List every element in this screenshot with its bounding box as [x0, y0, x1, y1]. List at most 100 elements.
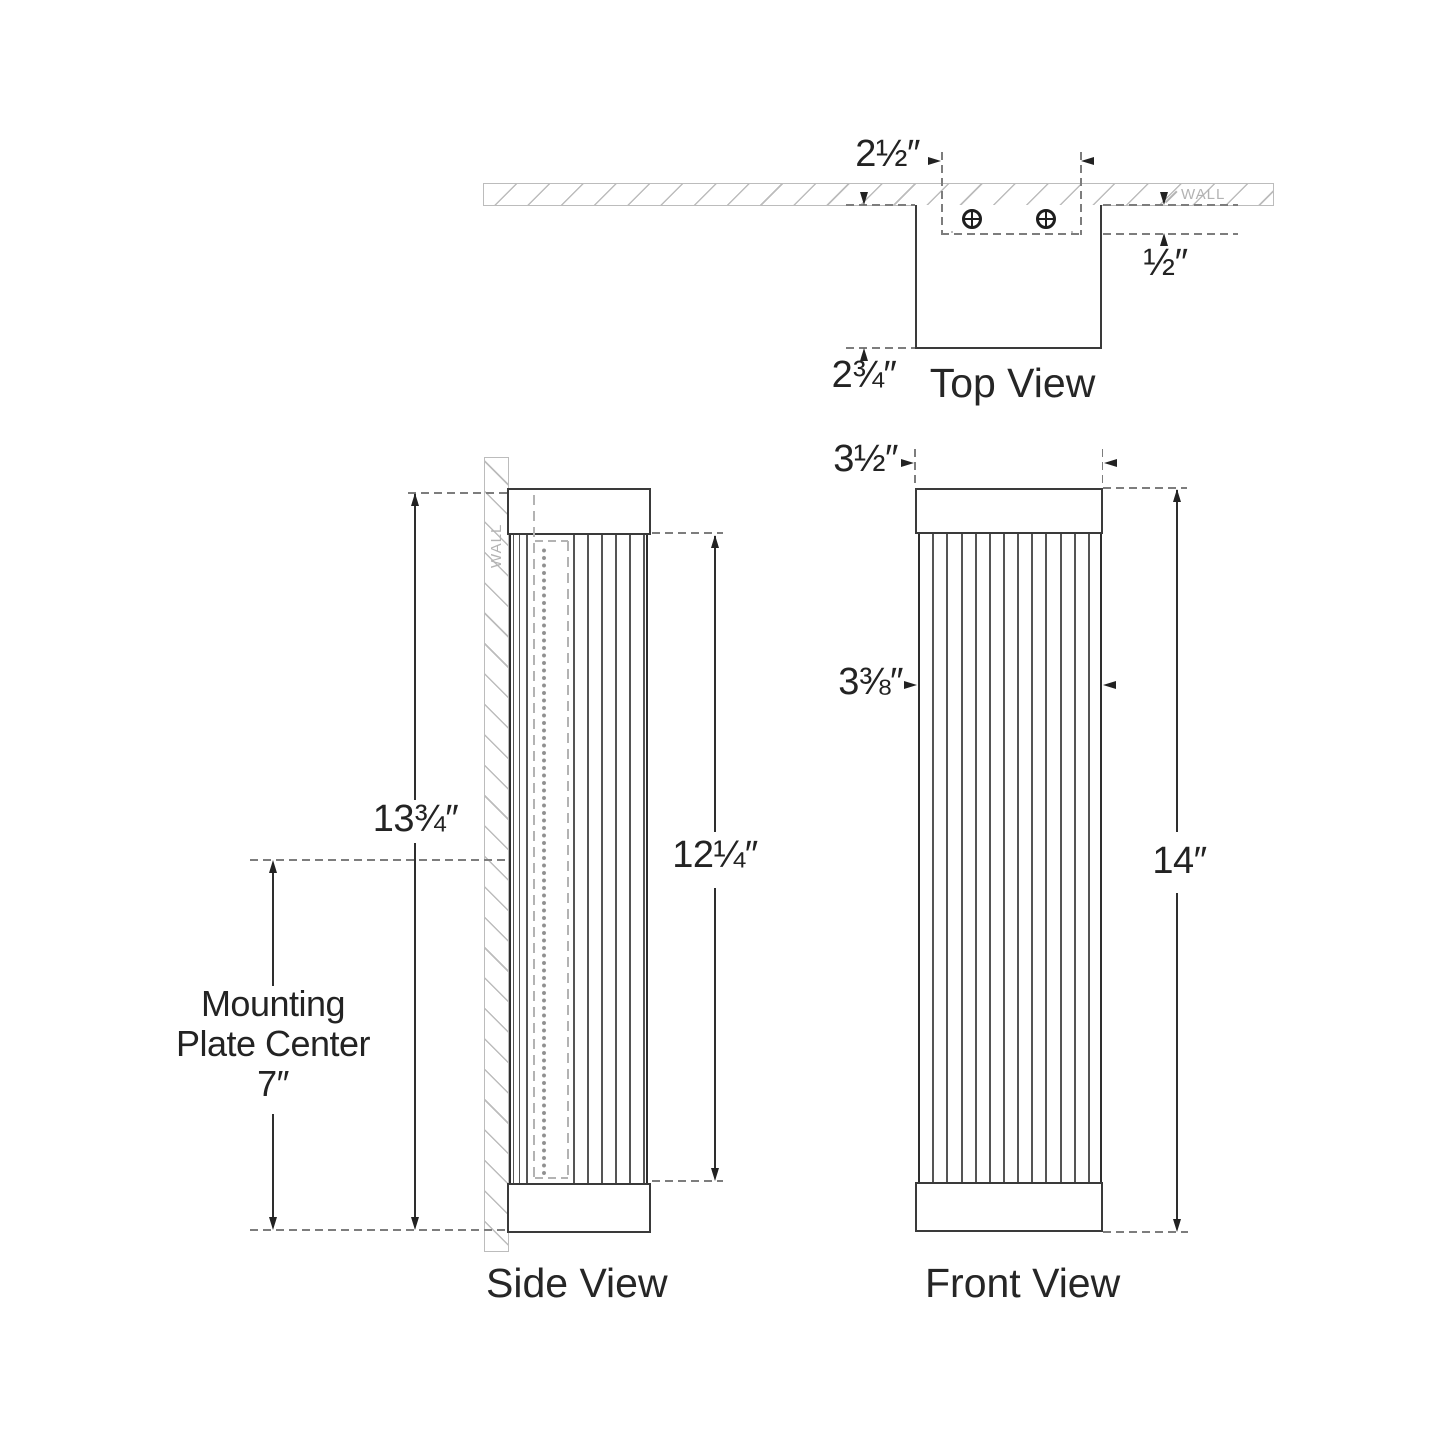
- mounting-label-value: 7″: [257, 1063, 289, 1104]
- flute-line: [615, 535, 617, 1183]
- front-view-top-cap-outline: [915, 488, 1103, 534]
- overall-height-reference-bottom: [1103, 1231, 1188, 1233]
- led-strip-dots: [541, 547, 547, 1175]
- dim-line: [714, 536, 716, 832]
- side-view-body-right-edge: [646, 535, 649, 1183]
- dim-arrow-up: [1159, 233, 1168, 246]
- flute-line: [975, 534, 977, 1182]
- flute-line: [1088, 534, 1090, 1182]
- dim-arrow-left: [1103, 680, 1116, 689]
- dim-arrow-down: [410, 1217, 419, 1230]
- side-view-title: Side View: [486, 1260, 668, 1306]
- mounting-plate-hidden-bottom-edge: [941, 233, 1082, 235]
- top-view-wall-section: [483, 183, 1274, 206]
- dim-arrow-up: [268, 860, 277, 873]
- flute-line: [601, 535, 603, 1183]
- dim-arrow-up: [859, 347, 868, 361]
- mounting-plate-hidden-face: [567, 541, 569, 1180]
- flute-line: [587, 535, 589, 1183]
- wall-face-reference-line: [1103, 204, 1238, 206]
- overall-height-reference-top: [1103, 487, 1187, 489]
- mounting-plate-hidden-left-edge: [941, 152, 943, 235]
- dim-arrow-down: [710, 1168, 719, 1181]
- dim-line: [272, 864, 274, 986]
- mounting-label-line2: Plate Center: [175, 1023, 371, 1064]
- dim-line: [714, 888, 716, 1168]
- dim-line: [1176, 893, 1178, 1220]
- dim-arrow-down: [1159, 192, 1168, 205]
- dim-line: [414, 494, 416, 800]
- dim-arrow-right: [928, 156, 941, 165]
- dim-glass-width-label: 3⅜″: [838, 661, 903, 703]
- dim-arrow-right: [904, 680, 917, 689]
- screw-slot-horizontal: [965, 217, 979, 221]
- flute-line: [932, 534, 934, 1182]
- screw-icon: [962, 209, 982, 229]
- top-view-title: Top View: [929, 360, 1096, 406]
- screw-slot-horizontal: [1039, 217, 1053, 221]
- mounting-plate-hidden-top: [535, 540, 568, 542]
- screw-icon: [1036, 209, 1056, 229]
- dim-glass-height-label: 12¼″: [672, 834, 758, 876]
- dim-line: [1176, 490, 1178, 832]
- dim-line: [414, 843, 416, 1218]
- flute-line: [518, 535, 520, 1183]
- glass-bottom-reference-line: [652, 1180, 723, 1182]
- dim-height-label: 14″: [1152, 840, 1207, 882]
- dim-line: [272, 1114, 274, 1217]
- flute-line: [573, 535, 575, 1183]
- flute-line: [512, 535, 514, 1183]
- front-view-title: Front View: [925, 1260, 1121, 1306]
- flute-line: [1060, 534, 1062, 1182]
- overall-width-reference-left: [914, 449, 916, 488]
- front-view-bottom-cap-outline: [915, 1182, 1103, 1232]
- side-view-body-left-edge: [509, 535, 512, 1183]
- side-view-wall-label: WALL: [488, 523, 505, 568]
- housing-front-reference-line: [846, 347, 915, 349]
- front-view-body-right-edge: [1100, 534, 1103, 1182]
- plate-depth-reference-line: [1103, 233, 1238, 235]
- overall-width-reference-right: [1101, 449, 1104, 488]
- glass-top-reference-line: [652, 532, 723, 534]
- flute-line: [1074, 534, 1076, 1182]
- flute-line: [989, 534, 991, 1182]
- flute-line: [526, 535, 528, 1183]
- bottom-of-fixture-reference-line: [250, 1229, 507, 1231]
- wall-face-reference-line-left: [846, 204, 915, 206]
- flute-line: [961, 534, 963, 1182]
- flute-line: [1045, 534, 1047, 1182]
- center-line-hidden: [533, 495, 535, 1225]
- flute-line: [629, 535, 631, 1183]
- mounting-plate-hidden-bottom: [535, 1177, 568, 1179]
- front-view-body-left-edge: [918, 534, 921, 1182]
- dim-arrow-up: [710, 535, 719, 548]
- top-view-wall-label: WALL: [1181, 186, 1226, 203]
- dim-arrow-left: [1081, 156, 1094, 165]
- dim-arrow-down: [859, 192, 868, 205]
- flute-line: [643, 535, 645, 1183]
- dim-arrow-left: [1104, 458, 1117, 467]
- mounting-plate-center-label: Mounting Plate Center 7″: [158, 984, 388, 1104]
- glass-profile-hidden-arc: [951, 231, 1073, 234]
- flute-line: [1031, 534, 1033, 1182]
- dim-arrow-up: [410, 493, 419, 506]
- side-view-top-cap-outline: [507, 488, 651, 535]
- mounting-plate-hidden-right-edge: [1080, 152, 1082, 235]
- dim-arrow-down: [268, 1217, 277, 1230]
- top-of-fixture-reference-line: [408, 492, 507, 494]
- side-view-wall-section: [484, 457, 509, 1252]
- flute-line: [1003, 534, 1005, 1182]
- side-view-bottom-cap-outline: [507, 1183, 651, 1233]
- dim-arrow-down: [1172, 1219, 1181, 1232]
- dim-depth-label: 2¾″: [831, 354, 897, 396]
- flute-line: [946, 534, 948, 1182]
- dim-arrow-up: [1172, 489, 1181, 502]
- mounting-label-line1: Mounting: [200, 983, 346, 1024]
- dim-backplate-height-label: 13¾″: [372, 798, 459, 840]
- dim-screw-spacing-label: 2½″: [855, 133, 920, 175]
- top-view-housing-outline: [915, 205, 1102, 349]
- flute-line: [1017, 534, 1019, 1182]
- mounting-plate-center-reference-line: [250, 859, 505, 861]
- dim-arrow-right: [901, 458, 914, 467]
